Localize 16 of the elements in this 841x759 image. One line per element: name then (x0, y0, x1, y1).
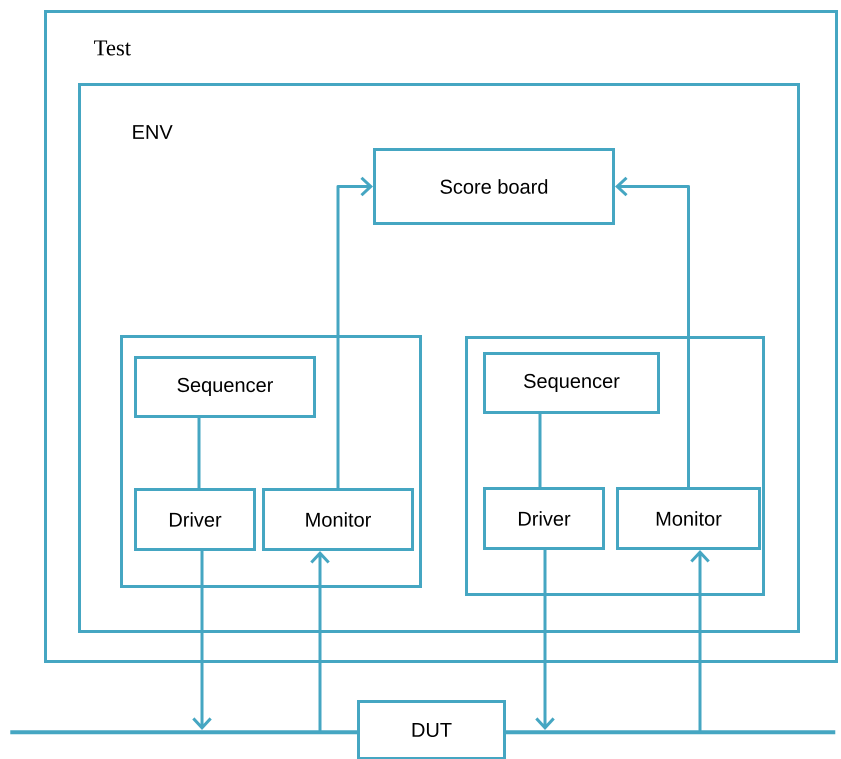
connector-arrow (310, 551, 330, 732)
component-box: Monitor (262, 488, 414, 551)
connector-arrow (336, 176, 373, 490)
component-box: Driver (483, 487, 605, 550)
component-box: Score board (373, 148, 615, 225)
component-box: DUT (357, 700, 506, 759)
component-box: Sequencer (134, 356, 316, 418)
component-box: Monitor (616, 487, 761, 550)
connector-arrow (615, 176, 690, 488)
agent-box (465, 336, 765, 596)
connector-arrow (690, 550, 710, 732)
connector-arrow (192, 550, 212, 730)
component-box: Sequencer (483, 352, 660, 414)
agent-box (120, 335, 422, 588)
connector-arrow (535, 548, 555, 730)
component-box: Driver (134, 488, 256, 551)
